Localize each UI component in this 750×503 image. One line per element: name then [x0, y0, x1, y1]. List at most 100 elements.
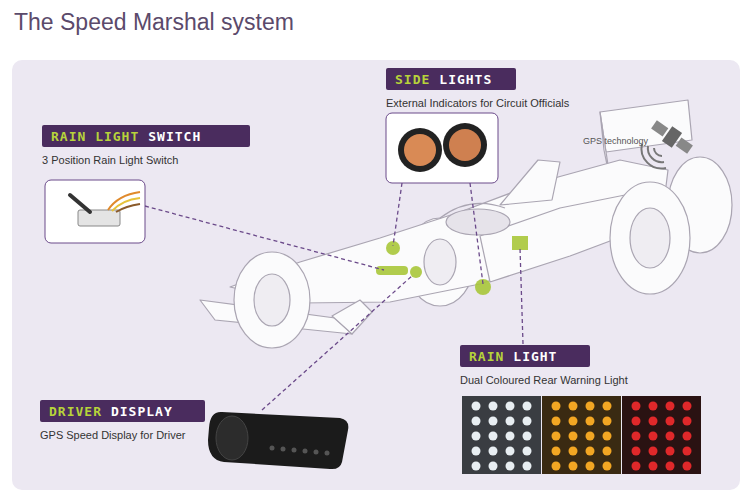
led	[683, 432, 692, 441]
race-car	[200, 100, 732, 348]
signal-arc	[648, 146, 664, 162]
signal-arc	[654, 148, 662, 156]
wheel-rim	[424, 239, 456, 285]
rear-wheel	[610, 182, 690, 294]
led	[649, 432, 658, 441]
banner-word: SIDE	[395, 72, 430, 87]
note-label: GPS technology	[583, 136, 648, 146]
rain-light-photo	[462, 396, 701, 474]
led	[523, 432, 532, 441]
led	[552, 447, 561, 456]
led-panel	[622, 396, 701, 474]
lamp-lens	[449, 129, 481, 161]
led	[569, 432, 578, 441]
led	[683, 417, 692, 426]
airbox	[500, 160, 560, 205]
led	[472, 462, 481, 471]
callout-node: RAINLIGHTDual Coloured Rear Warning Ligh…	[460, 345, 628, 386]
title-banner: RAIN LIGHTSWITCH	[42, 125, 250, 147]
marker-bar	[376, 266, 408, 275]
display-housing	[208, 412, 348, 469]
button	[292, 448, 297, 453]
signal-arc	[641, 144, 666, 169]
led	[552, 462, 561, 471]
led	[523, 462, 532, 471]
led	[569, 462, 578, 471]
led	[472, 447, 481, 456]
led	[649, 417, 658, 426]
leader-line	[145, 206, 384, 270]
banner-word: RAIN	[469, 349, 504, 364]
driver-display-device	[208, 412, 348, 469]
led	[632, 402, 641, 411]
led	[472, 417, 481, 426]
led	[489, 447, 498, 456]
callout-node: RAIN LIGHTSWITCH3 Position Rain Light Sw…	[42, 125, 250, 166]
led	[506, 402, 515, 411]
led-panel	[462, 396, 541, 474]
led	[506, 447, 515, 456]
led	[603, 402, 612, 411]
cockpit	[446, 209, 510, 235]
led	[569, 447, 578, 456]
component-description: GPS Speed Display for Driver	[40, 429, 205, 441]
side-lights-photo	[386, 113, 498, 183]
photo-frame	[386, 113, 498, 183]
component-marker	[376, 236, 528, 295]
led	[489, 417, 498, 426]
led	[552, 417, 561, 426]
marker-dot	[410, 266, 422, 278]
led	[632, 417, 641, 426]
solar-panel	[676, 137, 693, 153]
led	[632, 447, 641, 456]
callout-node: SIDELIGHTS External Indicators for Circui…	[386, 68, 569, 109]
led	[586, 447, 595, 456]
leader-line	[262, 275, 413, 410]
title-banner: DRIVERDISPLAY	[40, 400, 205, 422]
display-knob	[216, 416, 248, 460]
led	[632, 432, 641, 441]
wire	[112, 198, 140, 211]
leader-line	[470, 183, 483, 284]
signal-arcs	[641, 144, 666, 169]
led	[603, 447, 612, 456]
led	[506, 417, 515, 426]
led	[666, 402, 675, 411]
title-banner: RAINLIGHT	[460, 345, 590, 367]
led	[506, 462, 515, 471]
led	[603, 462, 612, 471]
led	[523, 417, 532, 426]
led	[649, 462, 658, 471]
led	[506, 432, 515, 441]
component-description: External Indicators for Circuit Official…	[386, 97, 569, 109]
led-panel	[542, 396, 621, 474]
led	[586, 462, 595, 471]
led	[666, 447, 675, 456]
led	[649, 402, 658, 411]
banner-word: DRIVER	[49, 404, 102, 419]
marker-square	[512, 236, 528, 250]
led	[632, 462, 641, 471]
lamp-housing	[443, 123, 487, 167]
switch-photo	[45, 180, 145, 243]
led	[489, 462, 498, 471]
led	[552, 432, 561, 441]
display-buttons	[270, 446, 330, 456]
front-wheel	[234, 252, 310, 348]
banner-word: SWITCH	[148, 129, 201, 144]
page-title: The Speed Marshal system	[14, 9, 294, 36]
led	[489, 402, 498, 411]
led	[552, 402, 561, 411]
background-panel	[12, 60, 740, 490]
solar-panel	[651, 120, 668, 136]
led	[666, 462, 675, 471]
led	[666, 432, 675, 441]
leader-line	[393, 183, 402, 246]
wheel-rim	[254, 274, 290, 326]
title-banner: SIDELIGHTS	[386, 68, 516, 90]
led	[472, 402, 481, 411]
led	[523, 402, 532, 411]
